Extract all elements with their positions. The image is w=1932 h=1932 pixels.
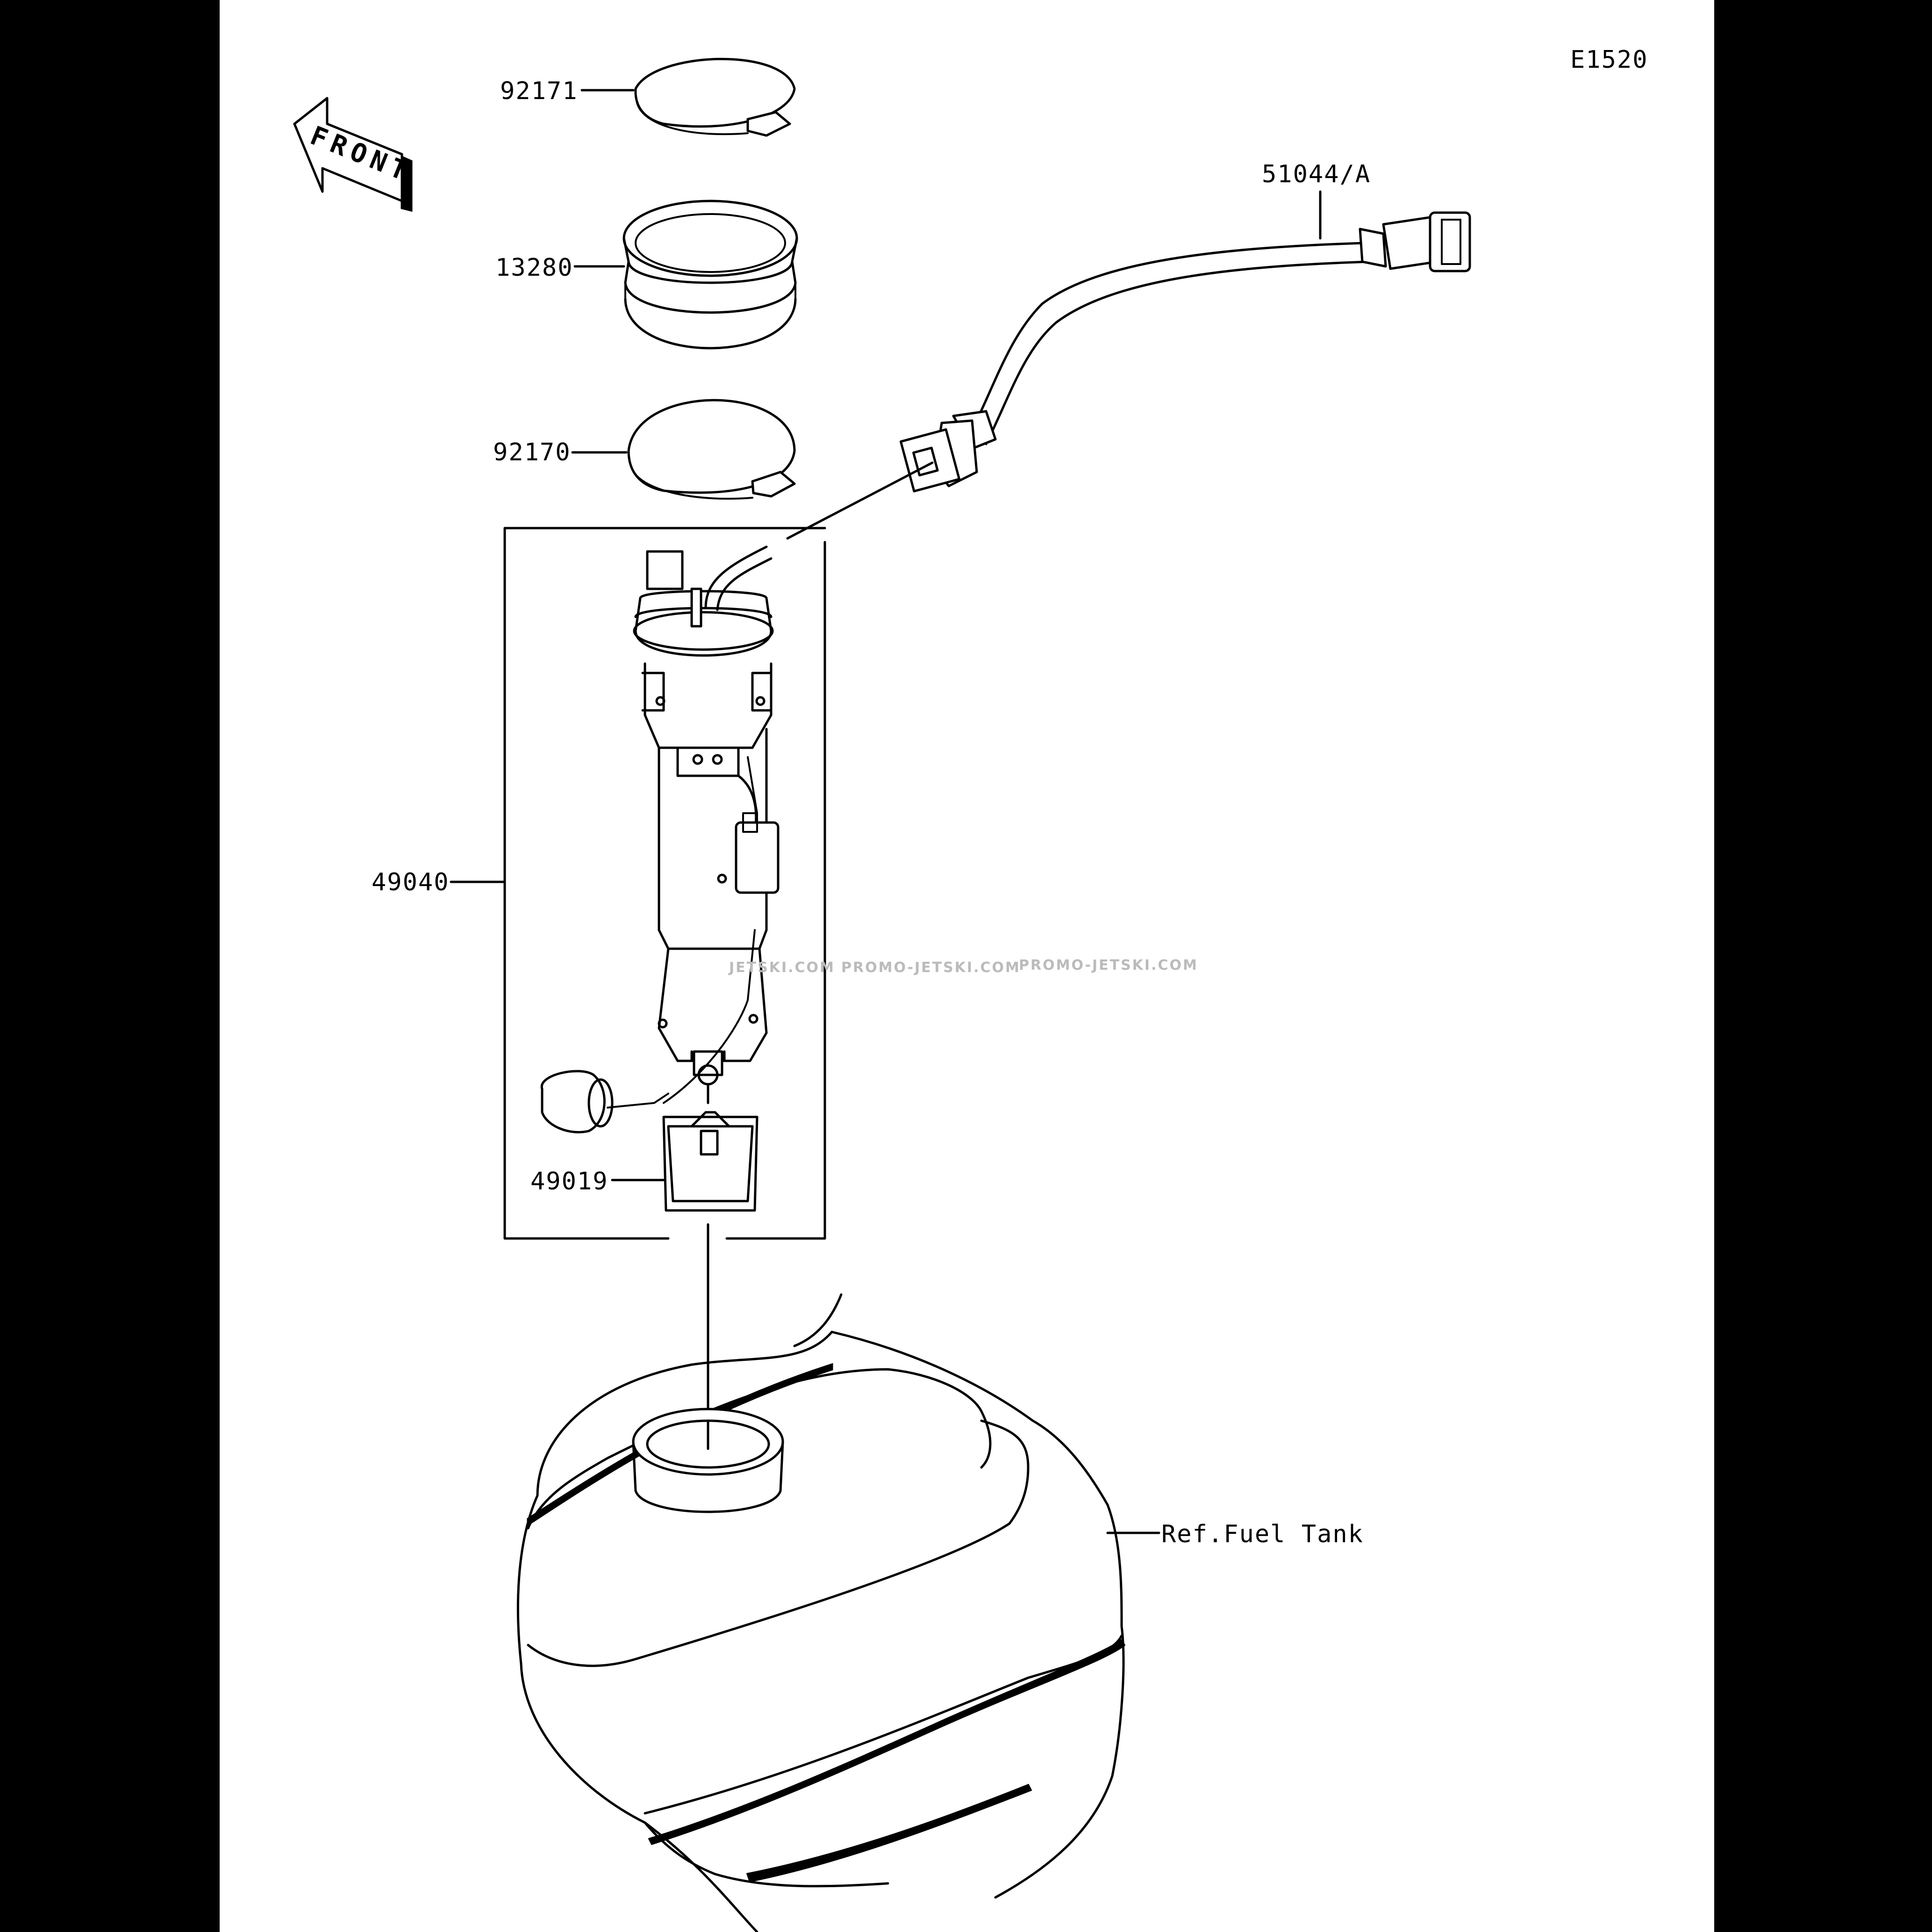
fuel-filter-49019 — [662, 1111, 758, 1212]
label-49040: 49040 — [372, 868, 450, 896]
label-92170: 92170 — [493, 438, 571, 466]
label-51044a: 51044/A — [1262, 160, 1371, 188]
diagram-sheet — [220, 0, 1714, 1932]
clamp-92170 — [627, 399, 796, 500]
fuel-hose-51044a — [899, 211, 1471, 493]
label-13280: 13280 — [495, 254, 573, 282]
watermark-1: JETSKI.COM — [728, 959, 835, 976]
diagram-id: E1520 — [1570, 46, 1648, 74]
fuel-tank-reference — [516, 1293, 1126, 1932]
fuel-pump-assembly — [633, 545, 780, 1104]
label-92171: 92171 — [500, 77, 578, 105]
watermark-2: PROMO-JETSKI.COM — [841, 959, 1021, 976]
bracket-49040 — [503, 527, 826, 1240]
watermark-3: PROMO-JETSKI.COM — [1019, 957, 1198, 973]
fuel-level-float — [540, 1070, 669, 1134]
label-49019: 49019 — [530, 1167, 608, 1195]
label-ref-fuel-tank: Ref.Fuel Tank — [1161, 1520, 1364, 1548]
front-arrow-icon: FRONT — [293, 97, 416, 212]
hose-13280 — [623, 200, 798, 350]
clamp-92171 — [634, 57, 796, 137]
